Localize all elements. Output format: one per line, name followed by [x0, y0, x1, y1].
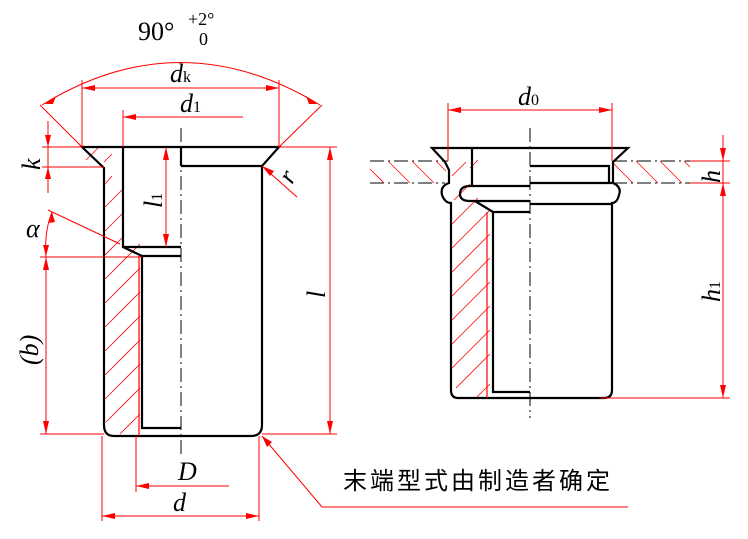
b-label: (b) — [15, 335, 44, 365]
angle-value: 90° — [138, 17, 174, 46]
alpha-label: α — [26, 214, 41, 243]
D-label: D — [177, 457, 197, 486]
d-label: d — [173, 488, 187, 517]
h-label: h — [697, 170, 726, 183]
end-form-note: 末端型式由制造者确定 — [343, 467, 613, 495]
left-rivet-bore-step — [122, 246, 181, 258]
note-leader-line — [261, 435, 628, 508]
angle-tolerance-lower: 0 — [199, 29, 208, 49]
right-rivet-outer-outline — [429, 146, 631, 400]
left-section-hatch — [85, 147, 141, 435]
k-label: k — [17, 158, 46, 170]
angle-arc — [41, 62, 321, 106]
right-rivet-right-inner — [530, 164, 612, 206]
left-rivet-bore-lower — [140, 256, 181, 430]
left-view: 90° +2° 0 dk d1 k r l1 α (b) l D d — [15, 9, 628, 521]
alpha-extension-line — [47, 209, 121, 245]
right-rivet-bulge-inner — [458, 184, 530, 203]
left-rivet-outer-outline — [79, 145, 282, 438]
d1-label: d1 — [180, 89, 201, 118]
angle-tolerance-upper: +2° — [188, 9, 214, 29]
right-rivet-bore — [470, 148, 530, 394]
d0-label: d0 — [518, 82, 539, 111]
right-section-hatch — [451, 159, 491, 399]
l1-label: l1 — [139, 193, 168, 208]
l-label: l — [302, 291, 331, 298]
right-view: d0 h h1 — [369, 82, 730, 418]
r-label: r — [272, 164, 303, 188]
plate-section — [369, 160, 691, 184]
h1-label: h1 — [697, 281, 726, 302]
dk-label: dk — [170, 59, 191, 88]
